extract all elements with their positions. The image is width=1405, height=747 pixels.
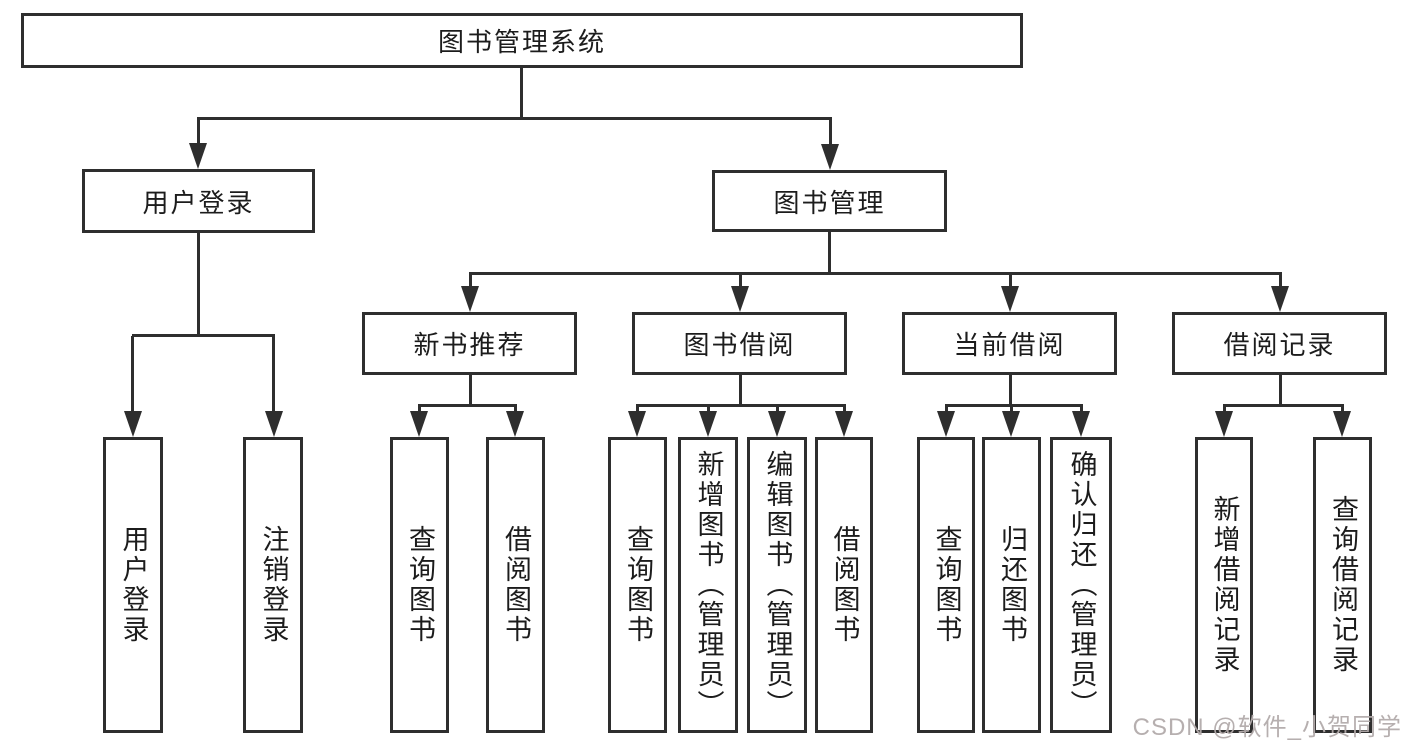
arrow-down-icon: [835, 411, 853, 437]
connector-line: [776, 406, 779, 414]
arrow-down-icon: [1333, 411, 1351, 437]
connector-line: [197, 233, 200, 336]
arrow-down-icon: [265, 411, 283, 437]
leaf-confirm-return-admin: 确认归还（管理员）: [1050, 437, 1112, 733]
arrow-down-icon: [821, 144, 839, 170]
connector-line: [197, 117, 832, 120]
connector-line: [1341, 406, 1344, 414]
node-new-book-recommend-label: 新书推荐: [413, 330, 526, 360]
arrow-down-icon: [1072, 411, 1090, 437]
leaf-borrow-books-recommend: 借阅图书: [486, 437, 545, 733]
node-new-book-recommend: 新书推荐: [362, 312, 577, 375]
leaf-query-books-recommend: 查询图书: [390, 437, 449, 733]
connector-line: [636, 404, 846, 407]
leaf-add-book-admin-label: 新增图书（管理员）: [693, 450, 724, 720]
leaf-borrow-books-borrow-label: 借阅图书: [829, 525, 860, 645]
leaf-query-books-current: 查询图书: [917, 437, 975, 733]
connector-line: [843, 406, 846, 414]
connector-line: [828, 232, 831, 273]
connector-line: [469, 272, 1282, 275]
connector-line: [197, 118, 200, 146]
node-current-borrow: 当前借阅: [902, 312, 1117, 375]
node-root-label: 图书管理系统: [437, 27, 606, 57]
connector-line: [829, 118, 832, 146]
leaf-query-borrow-record-label: 查询借阅记录: [1328, 495, 1358, 675]
connector-line: [1009, 375, 1012, 406]
arrow-down-icon: [731, 286, 749, 312]
connector-line: [272, 336, 275, 413]
leaf-edit-book-admin: 编辑图书（管理员）: [747, 437, 807, 733]
arrow-down-icon: [1271, 286, 1289, 312]
arrow-down-icon: [768, 411, 786, 437]
connector-line: [1080, 406, 1083, 414]
node-borrow-records: 借阅记录: [1172, 312, 1387, 375]
arrow-down-icon: [699, 411, 717, 437]
leaf-borrow-books-recommend-label: 借阅图书: [501, 525, 531, 645]
connector-line: [1279, 274, 1282, 290]
arrow-down-icon: [1002, 411, 1020, 437]
leaf-borrow-books-borrow: 借阅图书: [815, 437, 873, 733]
arrow-down-icon: [461, 286, 479, 312]
leaf-query-books-recommend-label: 查询图书: [405, 525, 435, 645]
connector-line: [1010, 406, 1013, 414]
leaf-add-borrow-record-label: 新增借阅记录: [1209, 495, 1240, 675]
csdn-watermark: CSDN @软件_小贺同学: [1132, 714, 1402, 741]
leaf-logout-label: 注销登录: [258, 525, 289, 645]
connector-line: [636, 406, 639, 414]
node-book-management: 图书管理: [712, 170, 947, 232]
node-book-borrow-label: 图书借阅: [683, 330, 796, 360]
leaf-query-books-borrow-label: 查询图书: [623, 525, 653, 645]
connector-line: [945, 404, 1083, 407]
leaf-return-book: 归还图书: [982, 437, 1041, 733]
node-user-login: 用户登录: [82, 169, 315, 233]
leaf-add-book-admin: 新增图书（管理员）: [678, 437, 738, 733]
leaf-query-books-borrow: 查询图书: [608, 437, 667, 733]
node-root: 图书管理系统: [21, 13, 1023, 68]
leaf-confirm-return-admin-label: 确认归还（管理员）: [1066, 450, 1097, 720]
connector-line: [418, 406, 421, 414]
connector-line: [469, 274, 472, 290]
arrow-down-icon: [189, 143, 207, 169]
arrow-down-icon: [628, 411, 646, 437]
connector-line: [945, 406, 948, 414]
leaf-user-login: 用户登录: [103, 437, 163, 733]
leaf-edit-book-admin-label: 编辑图书（管理员）: [762, 450, 793, 720]
connector-line: [469, 375, 472, 406]
leaf-return-book-label: 归还图书: [997, 525, 1027, 645]
arrow-down-icon: [937, 411, 955, 437]
node-book-borrow: 图书借阅: [632, 312, 847, 375]
connector-line: [1223, 404, 1344, 407]
connector-line: [707, 406, 710, 414]
leaf-user-login-label: 用户登录: [118, 525, 149, 645]
connector-line: [1223, 406, 1226, 414]
connector-line: [132, 334, 275, 337]
node-borrow-records-label: 借阅记录: [1223, 330, 1336, 360]
node-user-login-label: 用户登录: [142, 187, 255, 218]
connector-line: [1009, 274, 1012, 290]
node-book-management-label: 图书管理: [773, 187, 886, 218]
arrow-down-icon: [506, 411, 524, 437]
arrow-down-icon: [124, 411, 142, 437]
arrow-down-icon: [1215, 411, 1233, 437]
arrow-down-icon: [1001, 286, 1019, 312]
connector-line: [418, 404, 517, 407]
connector-line: [131, 336, 134, 413]
leaf-add-borrow-record: 新增借阅记录: [1195, 437, 1253, 733]
leaf-logout: 注销登录: [243, 437, 303, 733]
connector-line: [520, 68, 523, 118]
connector-line: [1279, 375, 1282, 406]
leaf-query-books-current-label: 查询图书: [931, 525, 962, 645]
connector-line: [739, 274, 742, 290]
node-current-borrow-label: 当前借阅: [953, 330, 1066, 360]
leaf-query-borrow-record: 查询借阅记录: [1313, 437, 1372, 733]
arrow-down-icon: [410, 411, 428, 437]
connector-line: [739, 375, 742, 406]
connector-line: [514, 406, 517, 414]
